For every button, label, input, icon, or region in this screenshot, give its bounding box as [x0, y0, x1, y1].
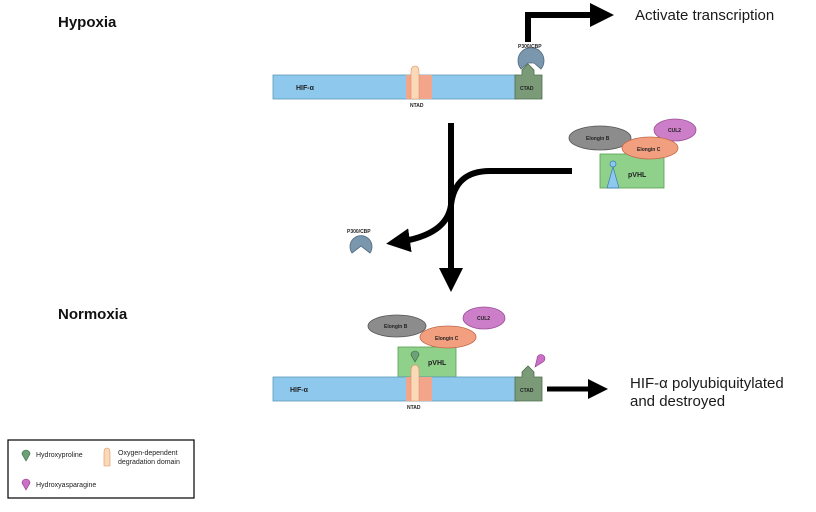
pvhl-label: pVHL	[628, 172, 647, 179]
cul2-shape	[462, 306, 506, 330]
hydroxyasparagine-icon	[534, 354, 546, 368]
odd-legend-icon	[103, 447, 111, 467]
pvhl-shape	[397, 346, 457, 378]
transcription-arrow	[525, 3, 614, 42]
legend-odd-line1: Oxygen-dependent	[118, 450, 178, 457]
ntad-label: NTAD	[407, 405, 421, 411]
p300-cbp-released: P300/CBP	[347, 229, 373, 254]
pvhl-label: pVHL	[428, 360, 447, 367]
destroyed-text-line1: HIF-α polyubiquitylated	[630, 375, 784, 392]
legend-hydroxyproline: Hydroxyproline	[36, 452, 83, 459]
normoxia-hif-alpha: CUL2 Elongin B Elongin C pVHL HIF-α NTAD…	[272, 306, 546, 411]
elongin-c-shape	[419, 325, 477, 349]
hypoxia-title: Hypoxia	[58, 14, 117, 31]
elongin-c-label: Elongin C	[637, 147, 661, 153]
p300-cbp-bound	[517, 47, 545, 70]
hydroxyproline-legend-icon	[21, 449, 31, 462]
cul2-shape	[653, 118, 697, 142]
legend: Hydroxyproline Oxygen-dependent degradat…	[7, 439, 195, 499]
released-p300-label: P300/CBP	[347, 229, 371, 235]
ctad-domain	[514, 63, 543, 100]
legend-odd-line2: degradation domain	[118, 459, 180, 466]
elongin-c-label: Elongin C	[435, 336, 459, 342]
legend-box	[7, 439, 195, 499]
hif-alpha-bar	[272, 376, 519, 402]
binding-pocket-stem	[606, 165, 620, 189]
hydroxyasparagine-legend-icon	[21, 478, 31, 491]
vhl-complex-free: CUL2 Elongin B Elongin C pVHL	[568, 118, 697, 189]
normoxia-title: Normoxia	[58, 306, 128, 323]
elongin-b-shape	[367, 314, 427, 338]
displacement-arrow	[386, 168, 572, 253]
elongin-b-shape	[568, 125, 632, 151]
activate-transcription-text: Activate transcription	[635, 7, 774, 24]
hif-alpha-label: HIF-α	[296, 85, 315, 92]
odd-proline-stalk	[410, 65, 420, 100]
hif-alpha-bar	[272, 74, 519, 100]
ctad-domain	[514, 365, 543, 402]
elongin-c-shape	[621, 136, 679, 160]
p300-cbp-label: P300/CBP	[518, 44, 542, 50]
legend-hydroxyasparagine: Hydroxyasparagine	[36, 482, 96, 489]
ctad-label: CTAD	[520, 388, 534, 394]
hypoxia-hif-alpha: HIF-α NTAD CTAD P300/CBP	[272, 44, 545, 109]
hydroxyproline-icon	[410, 350, 420, 363]
cul2-label: CUL2	[477, 316, 490, 322]
elongin-b-label: Elongin B	[586, 136, 610, 142]
hif-alpha-label: HIF-α	[290, 387, 309, 394]
ntad-label: NTAD	[410, 103, 424, 109]
released-p300-shape	[349, 235, 373, 254]
ctad-label: CTAD	[520, 86, 534, 92]
cul2-label: CUL2	[668, 128, 681, 134]
elongin-b-label: Elongin B	[384, 324, 408, 330]
odd-proline-stalk	[410, 364, 420, 402]
destroyed-text-line2: and destroyed	[630, 393, 725, 410]
